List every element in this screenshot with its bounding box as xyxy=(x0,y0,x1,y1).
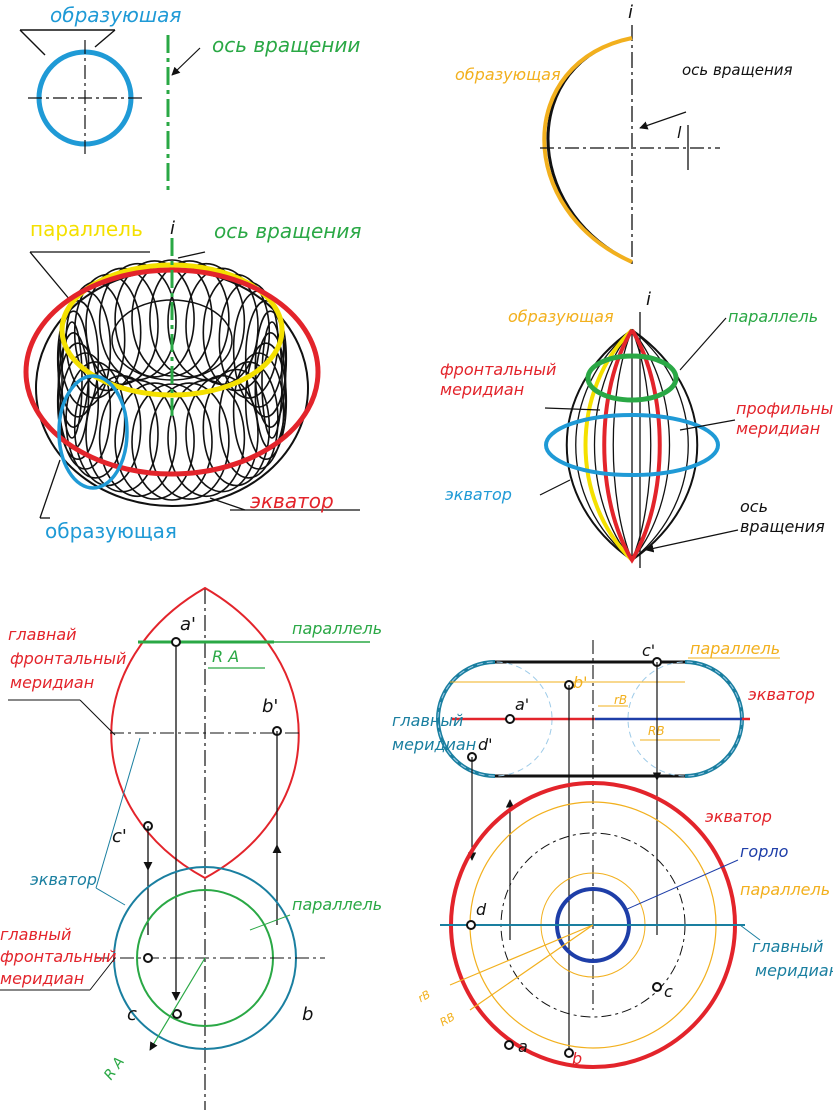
axis-label-2: ось вращения xyxy=(214,219,361,243)
torus-rib xyxy=(244,342,288,461)
ellipsoid-equator xyxy=(544,413,720,477)
axis-letter: i xyxy=(170,218,175,239)
point-b-r: b xyxy=(572,1049,582,1068)
point-b1: b' xyxy=(262,696,278,717)
torus-rib xyxy=(167,379,246,498)
point-a1: a' xyxy=(180,614,196,635)
radius-label-2: R A xyxy=(101,1054,128,1083)
point-c1-r: c' xyxy=(642,641,655,660)
point-d-r: d xyxy=(476,900,487,919)
point-b1-r: b' xyxy=(573,673,588,692)
torus-rib xyxy=(254,310,287,429)
ellipsoid-parallel xyxy=(585,353,679,403)
torus-generatrix xyxy=(57,374,129,490)
RB-label: RB xyxy=(438,1010,458,1029)
axis-label-3: ось вращения xyxy=(682,61,793,79)
torus-rib xyxy=(261,321,283,439)
torus-rib xyxy=(56,299,100,418)
parallel-label-6: параллель xyxy=(690,639,780,658)
torus-rib xyxy=(98,262,177,381)
torus-rib xyxy=(167,262,246,381)
rb-small: rB xyxy=(614,693,627,707)
throat-label: горло xyxy=(740,842,789,861)
panel-halfarc: i l образующая ось вращения xyxy=(455,2,793,265)
generatrix-label: образуюшая xyxy=(50,3,181,27)
rb-label: rB xyxy=(416,988,433,1005)
point-c1: c' xyxy=(112,826,127,847)
panel-capsule: rB RB c' b' a' d' параллель экватор глав… xyxy=(392,639,833,1069)
panel-torus-generatrix: образуюшая ось вращении xyxy=(19,3,360,195)
panel-torus: параллель i ось вращения экватор образую… xyxy=(23,217,361,543)
torus-rib xyxy=(56,342,100,461)
point-c: c xyxy=(127,1004,137,1025)
parallel-label-5: параллель xyxy=(292,619,382,638)
axis-letter-3: i xyxy=(628,2,633,23)
point-d1-r: d' xyxy=(478,735,493,754)
generatrix-label-2: образующая xyxy=(45,519,177,543)
halfarc-generatrix xyxy=(542,36,633,264)
parallel-label-4: параллель xyxy=(728,307,818,326)
equator-label-6: экватор xyxy=(748,685,815,704)
torus-rib xyxy=(149,260,230,378)
point-b: b xyxy=(302,1004,313,1025)
torus-rib xyxy=(149,382,230,500)
torus-rib xyxy=(114,382,195,500)
parallel-label-6b: параллель xyxy=(740,880,830,899)
equator-label-6b: экватор xyxy=(705,807,772,826)
small-letter: l xyxy=(677,123,682,142)
axis-label: ось вращении xyxy=(212,33,360,57)
point-c-r: c xyxy=(664,982,673,1001)
equator-label: экватор xyxy=(250,489,334,513)
radius-label: R A xyxy=(212,647,239,666)
generatrix-label-4: образующая xyxy=(508,307,614,326)
parallel-label-5b: параллель xyxy=(292,895,382,914)
equator-label-4: экватор xyxy=(445,485,512,504)
point-a1-r: a' xyxy=(515,695,529,714)
point-a-r: a xyxy=(518,1037,528,1056)
RB-label-top: RB xyxy=(648,724,665,738)
ellipsoid-meridian xyxy=(575,329,633,561)
ellipsoid-meridian xyxy=(631,329,689,561)
generatrix-label-3: образующая xyxy=(455,65,561,84)
torus-rib xyxy=(244,299,288,418)
torus-rib xyxy=(114,260,195,378)
parallel-label: параллель xyxy=(30,217,143,241)
equator-label-5: экватор xyxy=(30,870,97,889)
axis-letter-4: i xyxy=(646,289,651,310)
